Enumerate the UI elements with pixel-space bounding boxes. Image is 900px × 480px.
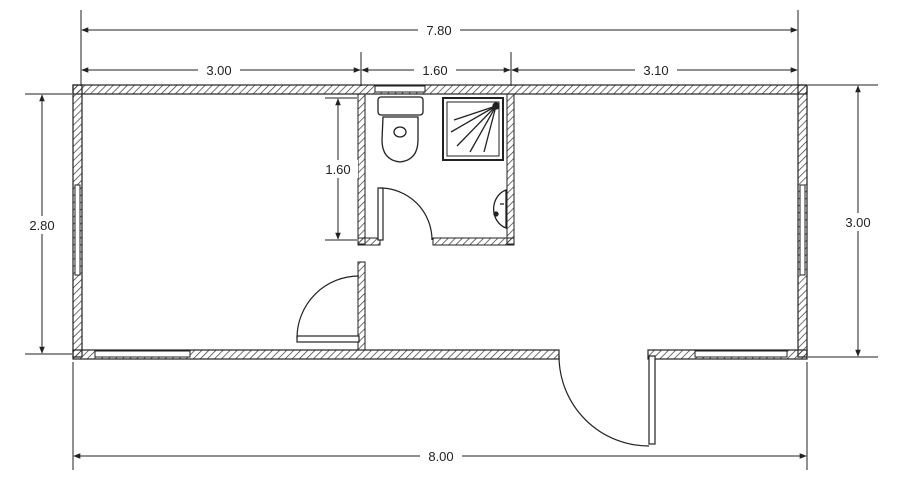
- walls: [72, 84, 808, 360]
- label-overall-bottom: 8.00: [428, 449, 453, 464]
- label-left-room: 3.00: [206, 63, 231, 78]
- label-right-room: 3.10: [643, 63, 668, 78]
- bath-partition-left: [357, 93, 366, 245]
- bath-wall-bottom-right: [432, 237, 515, 246]
- wall-top: [72, 84, 808, 95]
- door-bathroom: [377, 187, 433, 241]
- sink: [492, 189, 507, 229]
- shower: [442, 97, 504, 161]
- window-bottom-right: [694, 350, 788, 358]
- windows: [74, 85, 806, 358]
- bath-partition-right: [506, 93, 515, 245]
- window-bath-top: [374, 85, 426, 93]
- window-right: [799, 184, 806, 276]
- label-bathroom-width: 1.60: [422, 63, 447, 78]
- label-right-height: 3.00: [845, 215, 870, 230]
- label-overall-top: 7.80: [426, 23, 451, 38]
- door-left-room: [296, 275, 360, 343]
- wall-bottom-left: [72, 349, 560, 360]
- label-bathroom-depth: 1.60: [325, 162, 350, 177]
- window-left: [74, 184, 81, 276]
- window-bottom-left: [94, 350, 191, 358]
- label-left-height: 2.80: [29, 218, 54, 233]
- toilet: [377, 96, 424, 163]
- door-entrance: [558, 355, 656, 447]
- partition-stub: [357, 261, 366, 351]
- dimension-labels: 7.80 3.00 1.60 3.10 8.00 2.80 3.00 1.60: [20, 21, 880, 465]
- bath-wall-bottom-left: [357, 237, 381, 246]
- doors: [296, 187, 656, 447]
